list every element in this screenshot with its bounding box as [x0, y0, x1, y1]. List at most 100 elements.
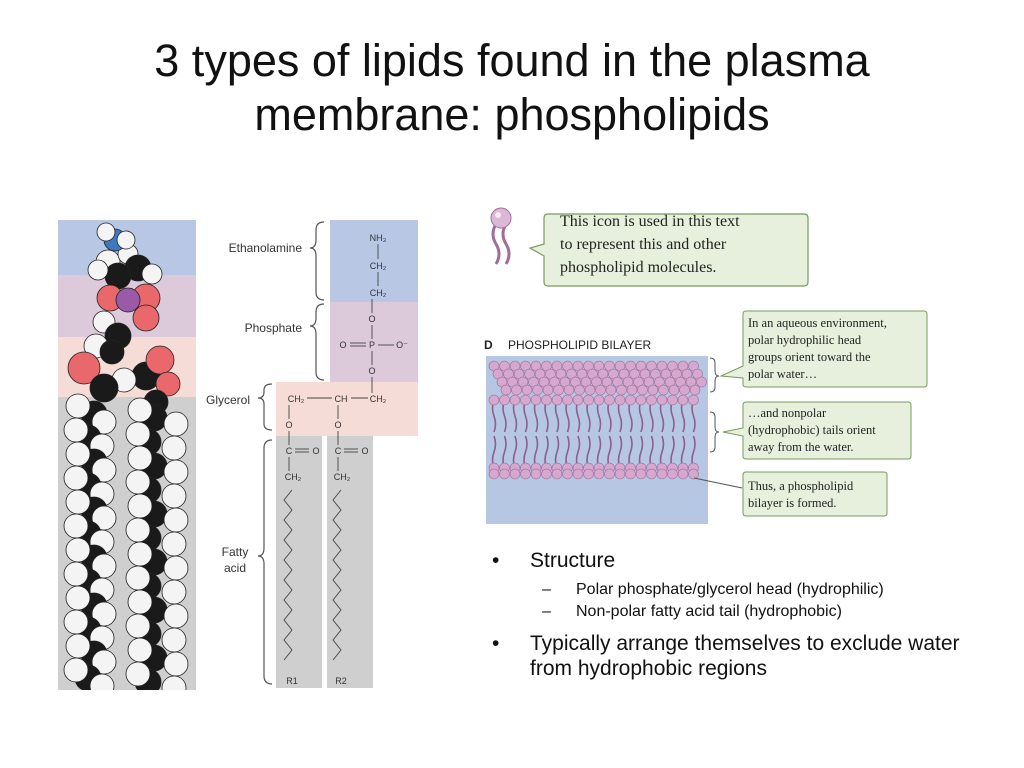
- icon-callout: This icon is used in this text to repres…: [528, 213, 809, 287]
- hydrogen-atom: [141, 263, 163, 285]
- hydrogen-atom: [127, 637, 153, 663]
- hydrogen-atom: [63, 657, 89, 683]
- lipid-head: [696, 376, 707, 388]
- lipid-head: [511, 384, 522, 396]
- lipid-head: [593, 468, 605, 480]
- lipid-head: [625, 394, 636, 406]
- bullet-dot: •: [492, 549, 500, 572]
- hydrogen-atom: [163, 603, 189, 629]
- bilayer-callout-2-line-3: away from the water.: [748, 440, 854, 454]
- formula-band-glycerol: [276, 382, 418, 436]
- lipid-head: [488, 468, 500, 480]
- bilayer-callout-1-line-2: polar hydrophilic head: [748, 333, 862, 347]
- phospholipid-icon-figure: This icon is used in this text to repres…: [490, 207, 809, 287]
- formula-carbonyl-o-2: O: [361, 446, 368, 456]
- bullet-arrangement-text: Typically arrange themselves to exclude …: [530, 632, 960, 680]
- lipid-head: [542, 384, 554, 396]
- lipid-head: [677, 468, 689, 480]
- bullet-list: • Structure – Polar phosphate/glycerol h…: [488, 548, 988, 687]
- bilayer-callout-1: In an aqueous environment, polar hydroph…: [719, 310, 928, 388]
- sub-bullet-tail: – Non-polar fatty acid tail (hydrophobic…: [488, 601, 988, 623]
- lipid-head: [614, 468, 626, 480]
- formula-carbonyl-c-2: C: [335, 446, 342, 456]
- hydrogen-atom: [65, 585, 91, 611]
- hydrogen-atom: [125, 421, 151, 447]
- hydrogen-atom: [161, 675, 187, 690]
- bullet-arrangement: • Typically arrange themselves to exclud…: [488, 631, 988, 681]
- formula-r2: R2: [335, 676, 347, 686]
- brace-phosphate: [309, 303, 325, 381]
- lipid-head: [532, 384, 543, 396]
- lipid-head: [679, 384, 690, 396]
- sub-bullet-tail-text: Non-polar fatty acid tail (hydrophobic): [576, 603, 842, 620]
- hydrogen-atom: [161, 435, 187, 461]
- lipid-head: [583, 394, 594, 406]
- formula-band-ethanolamine: [330, 220, 418, 302]
- hydrogen-atom: [63, 465, 89, 491]
- lipid-head: [595, 384, 606, 396]
- lipid-head: [667, 394, 678, 406]
- lipid-head: [667, 468, 678, 480]
- formula-ester-o-1: O: [285, 420, 292, 430]
- oxygen-atom: [67, 351, 101, 385]
- formula-o-top: O: [368, 314, 375, 324]
- bilayer-callout-2-line-2: (hydrophobic) tails orient: [748, 423, 876, 437]
- formula-o-right: O⁻: [396, 340, 408, 350]
- formula-nh3: NH₃: [370, 233, 387, 243]
- lipid-head: [499, 394, 510, 406]
- label-glycerol: Glycerol: [206, 393, 250, 407]
- hydrogen-atom: [127, 589, 153, 615]
- sub-bullet-dash: –: [542, 603, 551, 620]
- lipid-head: [509, 468, 521, 480]
- lipid-head: [625, 468, 636, 480]
- carbon-atom: [99, 339, 125, 365]
- bilayer-brace-tails: [709, 411, 720, 453]
- lipid-head: [626, 384, 638, 396]
- lipid-head: [521, 384, 533, 396]
- formula-carbonyl-c-1: C: [286, 446, 293, 456]
- lipid-head: [604, 468, 615, 480]
- lipid-head: [562, 468, 573, 480]
- brace-ethanolamine: [309, 221, 325, 301]
- formula-glycerol-ch: CH: [335, 394, 348, 404]
- lipid-head: [688, 394, 699, 406]
- slide-title-line-2: membrane: phospholipids: [254, 89, 770, 140]
- hydrogen-atom: [116, 230, 136, 250]
- formula-r1: R1: [286, 676, 298, 686]
- label-ethanolamine: Ethanolamine: [229, 241, 303, 255]
- phospholipid-bilayer-figure: D PHOSPHOLIPID BILAYER In an aqueous env…: [484, 310, 928, 524]
- lipid-head: [530, 468, 542, 480]
- carbon-atom: [89, 373, 119, 403]
- formula-ch2-a: CH₂: [370, 261, 387, 271]
- lipid-head: [689, 384, 701, 396]
- formula-band-phosphate: [330, 302, 418, 382]
- lipid-head: [520, 394, 531, 406]
- formula-tail-ch2-1: CH₂: [285, 472, 302, 482]
- bilayer-callout-2-line-1: …and nonpolar: [748, 406, 827, 420]
- hydrogen-atom: [65, 489, 91, 515]
- formula-glycerol-ch2-left: CH₂: [288, 394, 305, 404]
- formula-glycerol-ch2-right: CH₂: [370, 394, 387, 404]
- lipid-head: [488, 394, 500, 406]
- space-filling-model: [63, 222, 189, 690]
- hydrogen-atom: [127, 541, 153, 567]
- bilayer-pointer-line: [693, 477, 743, 489]
- formula-ester-o-2: O: [334, 420, 341, 430]
- lipid-head: [604, 394, 615, 406]
- hydrogen-atom: [65, 633, 91, 659]
- lipid-head: [656, 394, 668, 406]
- lipid-head: [688, 468, 699, 480]
- hydrogen-atom: [163, 411, 189, 437]
- hydrogen-atom: [161, 579, 187, 605]
- formula-p: P: [369, 340, 375, 350]
- lipid-head: [668, 384, 680, 396]
- hydrogen-atom: [125, 517, 151, 543]
- hydrogen-atom: [125, 661, 151, 687]
- hydrogen-atom: [127, 493, 153, 519]
- lipid-head: [572, 468, 584, 480]
- lipid-head: [553, 384, 564, 396]
- lipid-head: [647, 384, 659, 396]
- lipid-head: [584, 384, 596, 396]
- bilayer-panel-title: PHOSPHOLIPID BILAYER: [508, 338, 651, 352]
- bilayer-callout-1-line-4: polar water…: [748, 367, 817, 381]
